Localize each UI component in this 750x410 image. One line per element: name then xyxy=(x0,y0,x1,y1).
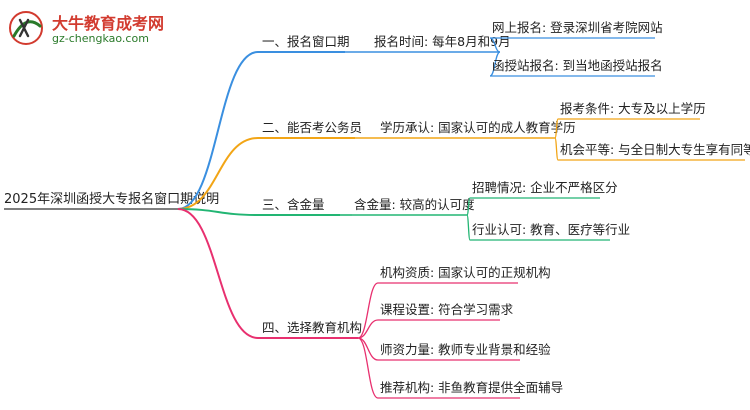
branch-label: 二、能否考公务员 xyxy=(262,120,362,135)
logo-mark-icon xyxy=(9,11,43,45)
leaf-label: 师资力量: 教师专业背景和经验 xyxy=(380,342,551,357)
logo-url: gz-chengkao.com xyxy=(52,32,149,45)
leaf-label: 机会平等: 与全日制大专生享有同等机会 xyxy=(560,142,750,157)
leaf-connector xyxy=(466,197,471,216)
branch-connector xyxy=(177,208,259,216)
sub-topic-label: 报名时间: 每年8月和9月 xyxy=(374,34,511,49)
sub-topic-label: 学历承认: 国家认可的成人教育学历 xyxy=(380,120,576,135)
leaf-connector xyxy=(554,118,559,139)
branch-label: 一、报名窗口期 xyxy=(262,34,350,49)
leaf-connector xyxy=(357,337,379,399)
logo-title: 大牛教育成考网 xyxy=(52,14,165,33)
branch-connector xyxy=(177,137,259,210)
leaf-label: 推荐机构: 非鱼教育提供全面辅导 xyxy=(380,380,563,395)
leaf-label: 行业认可: 教育、医疗等行业 xyxy=(472,222,630,237)
leaf-connector xyxy=(357,282,379,339)
branch-label: 四、选择教育机构 xyxy=(262,320,362,335)
leaf-connector xyxy=(489,51,501,77)
leaf-label: 课程设置: 符合学习需求 xyxy=(380,302,514,317)
leaf-label: 网上报名: 登录深圳省考院网站 xyxy=(492,20,663,35)
leaf-connector xyxy=(554,137,559,161)
leaf-label: 报考条件: 大专及以上学历 xyxy=(560,101,706,116)
branch-connector xyxy=(177,51,259,210)
site-logo: 大牛教育成考网 gz-chengkao.com xyxy=(6,4,196,52)
leaf-connector xyxy=(357,319,379,339)
branch-label: 三、含金量 xyxy=(262,197,325,212)
root-topic: 2025年深圳函授大专报名窗口期说明 xyxy=(4,191,219,207)
leaf-label: 招聘情况: 企业不严格区分 xyxy=(472,180,618,195)
sub-topic-label: 含金量: 较高的认可度 xyxy=(354,197,475,212)
leaf-label: 机构资质: 国家认可的正规机构 xyxy=(380,265,551,280)
leaf-label: 函授站报名: 到当地函授站报名 xyxy=(492,58,663,73)
branch-connector xyxy=(177,208,259,339)
leaf-connector xyxy=(466,214,471,241)
